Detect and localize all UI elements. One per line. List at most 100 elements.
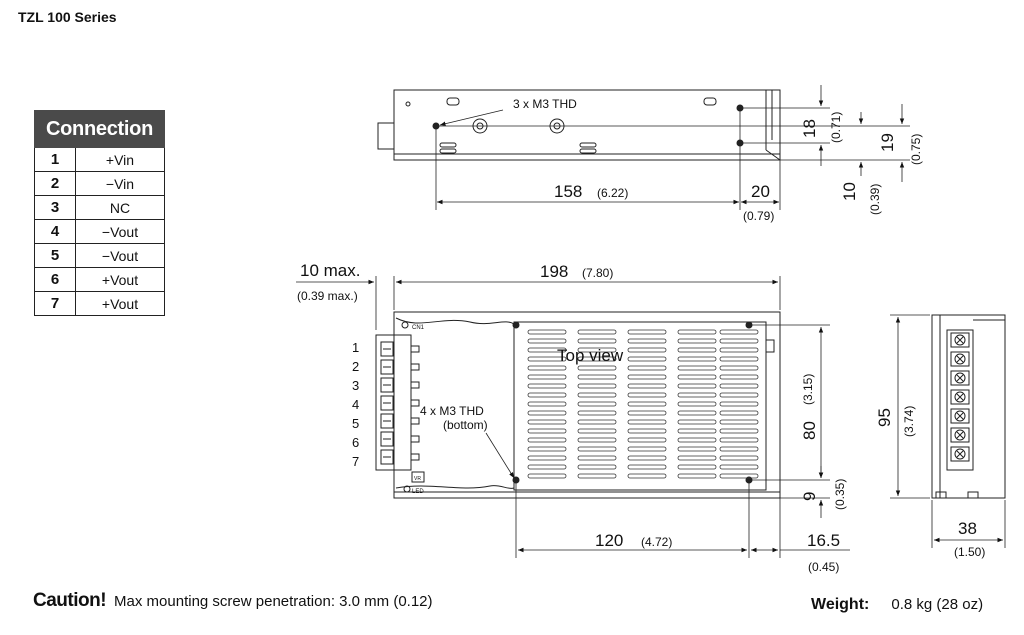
terminal-screw <box>380 431 394 447</box>
vent-slot <box>719 356 759 362</box>
vent-slot <box>577 455 617 461</box>
dim-198: 198 <box>540 262 568 281</box>
connection-header: Connection <box>34 110 165 148</box>
screw-head <box>954 372 966 384</box>
vent-slot <box>677 419 717 425</box>
vent-slot <box>627 401 667 407</box>
pin-number: 7 <box>34 291 76 316</box>
vent-slot <box>677 464 717 470</box>
end-view-terminals <box>946 329 974 471</box>
dim-18: 18 <box>800 119 819 138</box>
top-view-label: Top view <box>557 346 624 365</box>
vent-slot <box>527 338 567 344</box>
vent-slot <box>527 401 567 407</box>
vent-slot <box>577 329 617 335</box>
caution-title: Caution! <box>33 590 107 611</box>
vent-slot <box>627 446 667 452</box>
screw-head <box>954 410 966 422</box>
vr-label: VR <box>414 476 421 482</box>
vent-slot <box>577 464 617 470</box>
vent-slot <box>627 419 667 425</box>
pin-signal: NC <box>75 195 165 220</box>
pin-signal: +Vout <box>75 267 165 292</box>
pin-signal: +Vin <box>75 147 165 172</box>
dim-120-inch: (4.72) <box>641 535 672 549</box>
vent-slot <box>527 392 567 398</box>
end-view <box>931 314 1006 499</box>
vent-slot <box>719 329 759 335</box>
vent-slot <box>577 437 617 443</box>
terminal-number: 5 <box>352 416 359 431</box>
top-view-cover <box>513 321 767 491</box>
vent-slot <box>527 347 567 353</box>
dim-198-inch: (7.80) <box>582 266 613 280</box>
vent-slot <box>677 392 717 398</box>
vent-slot <box>627 365 667 371</box>
terminal-screw <box>380 449 394 465</box>
terminal-screw <box>380 413 394 429</box>
end-view-screws <box>950 332 970 462</box>
vent-slot <box>577 473 617 479</box>
vent-slot <box>627 356 667 362</box>
vent-slot <box>627 329 667 335</box>
vent-slot <box>577 410 617 416</box>
vent-slot <box>527 410 567 416</box>
dim-95-inch: (3.74) <box>902 406 916 437</box>
end-terminal <box>950 370 970 386</box>
vent-slot <box>577 419 617 425</box>
vent-slot <box>577 374 617 380</box>
dim-18-inch: (0.71) <box>829 112 843 143</box>
vent-slot <box>577 446 617 452</box>
terminal-number: 6 <box>352 435 359 450</box>
weight-label: Weight: <box>811 596 870 613</box>
vent-slot <box>527 329 567 335</box>
vent-slot <box>577 356 617 362</box>
pin-number: 5 <box>34 243 76 268</box>
vent-slot <box>527 464 567 470</box>
led-label: LED <box>412 489 424 495</box>
caution-text: Max mounting screw penetration: 3.0 mm (… <box>114 593 433 610</box>
vent-slot <box>719 473 759 479</box>
vent-slot <box>719 446 759 452</box>
dim-16-5: 16.5 <box>807 531 840 550</box>
screw-head <box>954 448 966 460</box>
dim-9-inch: (0.35) <box>833 479 847 510</box>
vent-slot <box>627 455 667 461</box>
vent-slot <box>627 347 667 353</box>
vent-slot <box>719 410 759 416</box>
top-view-dimensions <box>296 276 850 558</box>
side-view-callout: 3 x M3 THD <box>513 97 577 111</box>
vent-slot <box>677 437 717 443</box>
vent-slot <box>627 383 667 389</box>
dim-10: 10 <box>840 182 859 201</box>
top-view-callout-line2: (bottom) <box>443 418 488 432</box>
terminal-screw <box>380 341 394 357</box>
dim-120: 120 <box>595 531 623 550</box>
dim-19: 19 <box>878 133 897 152</box>
dim-80-inch: (3.15) <box>801 374 815 405</box>
vent-slot <box>627 392 667 398</box>
vent-slot <box>577 365 617 371</box>
end-terminal <box>950 351 970 367</box>
table-row: 6+Vout <box>34 267 165 292</box>
vent-slot <box>627 338 667 344</box>
vent-slot <box>677 347 717 353</box>
terminal-number: 3 <box>352 378 359 393</box>
vent-slot <box>719 401 759 407</box>
screw-cross <box>956 412 964 420</box>
dim-158: 158 <box>554 182 582 201</box>
vent-slot <box>527 356 567 362</box>
dim-95: 95 <box>875 408 894 427</box>
dim-10-max: 10 max. <box>300 261 360 280</box>
end-terminal <box>950 332 970 348</box>
screw-cross <box>956 450 964 458</box>
vent-slot <box>677 455 717 461</box>
vent-slot <box>677 428 717 434</box>
ventilation-slots <box>527 329 759 479</box>
dim-19-inch: (0.75) <box>909 134 923 165</box>
dim-16-5-inch: (0.45) <box>808 560 839 574</box>
vent-slot <box>677 401 717 407</box>
vent-slot <box>527 446 567 452</box>
